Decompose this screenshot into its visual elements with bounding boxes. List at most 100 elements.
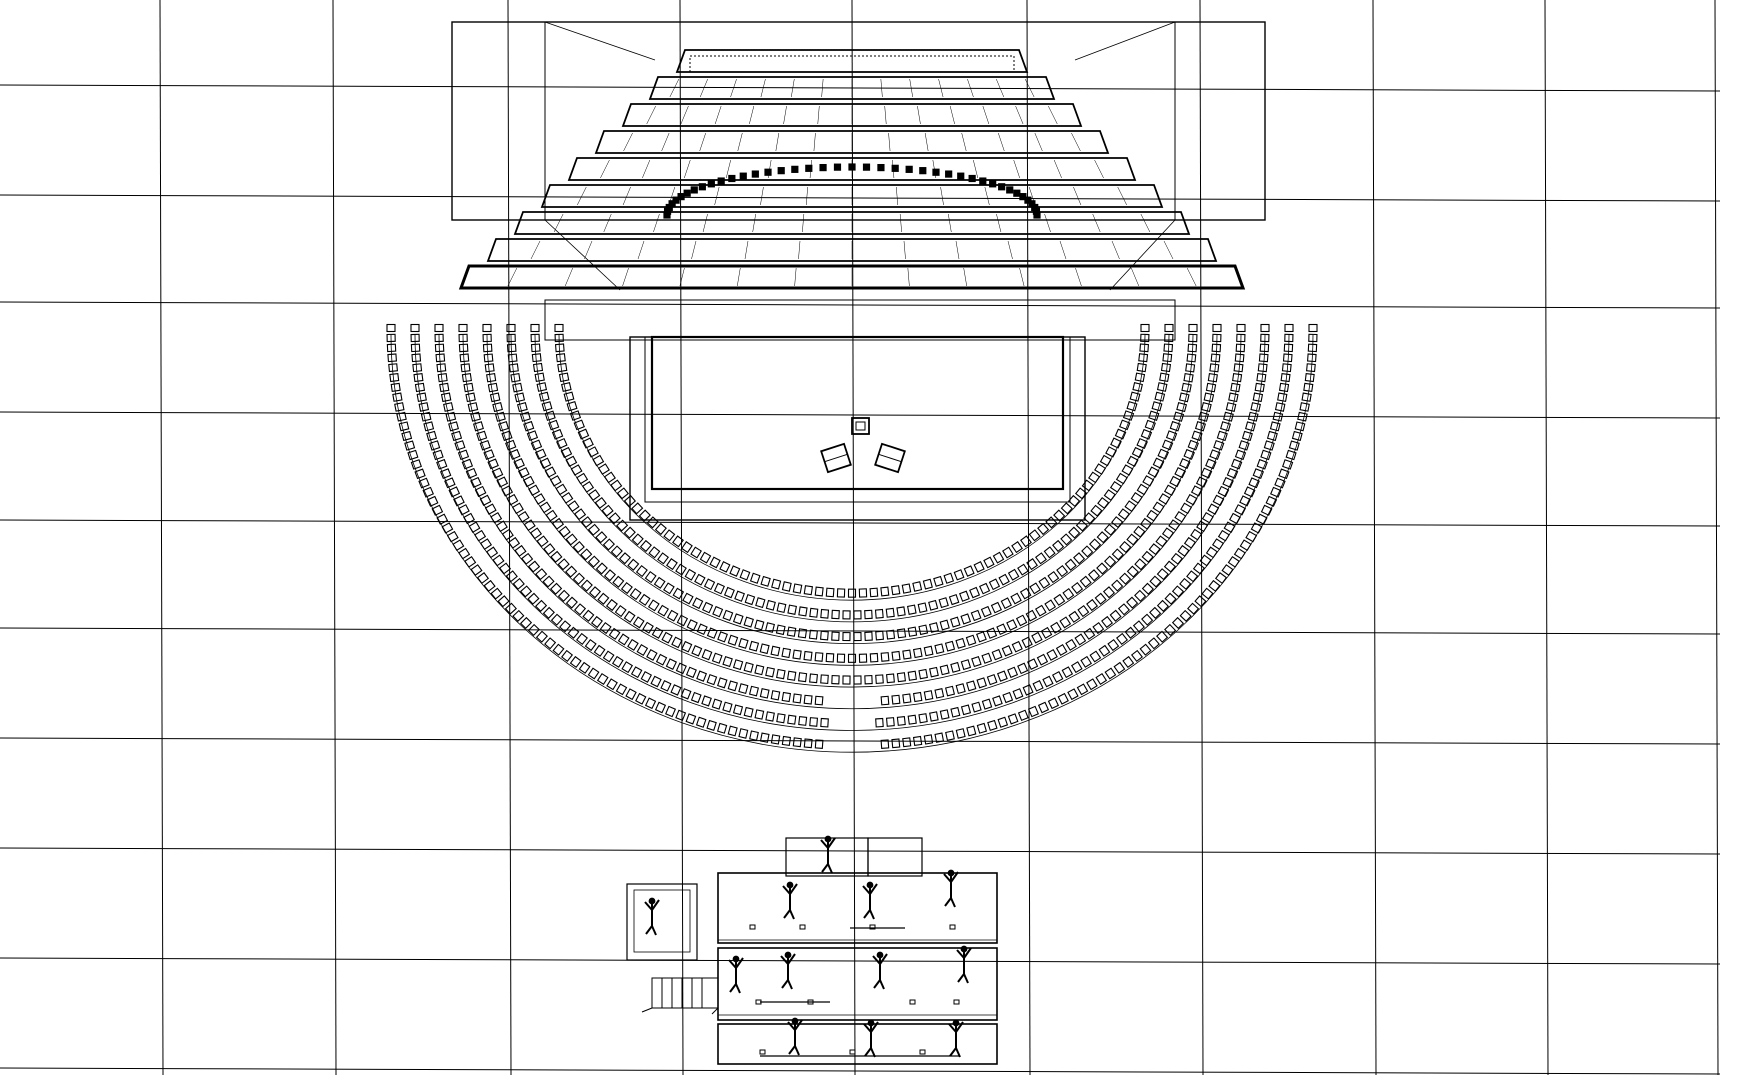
seat — [944, 640, 956, 652]
seat — [875, 717, 884, 728]
orchestra-pit-inner — [644, 336, 1071, 503]
seat — [1247, 411, 1259, 422]
seat — [695, 716, 707, 728]
seat — [1239, 539, 1252, 551]
seat — [514, 392, 526, 403]
tier-riser-line — [1053, 159, 1062, 179]
stage-tier — [675, 49, 1029, 73]
seat — [1260, 504, 1273, 516]
seat — [448, 421, 460, 432]
tier-riser-line — [760, 186, 764, 206]
tier-riser-line — [880, 78, 883, 98]
seat — [1068, 610, 1081, 623]
seat — [531, 353, 542, 363]
seat — [948, 593, 960, 606]
seat — [1158, 493, 1171, 505]
tier-riser-line — [1163, 240, 1174, 260]
stage-diagonal-left-lower — [544, 219, 621, 291]
seat — [597, 592, 610, 605]
choir-seat — [848, 163, 856, 171]
seat — [1140, 323, 1150, 333]
seat — [463, 382, 474, 393]
seat — [560, 446, 573, 459]
choir-seat — [698, 183, 706, 191]
seat — [1297, 411, 1308, 422]
choir-seat — [968, 174, 976, 183]
seat — [981, 698, 993, 710]
seat — [1011, 640, 1023, 653]
seat — [1151, 401, 1163, 412]
seat — [759, 732, 770, 743]
stage-tier — [567, 157, 1137, 181]
tier-riser-line — [984, 186, 990, 206]
seat — [486, 373, 497, 383]
seat — [684, 568, 697, 581]
seat — [723, 586, 735, 599]
seat — [743, 616, 754, 628]
tier-riser-line — [1073, 186, 1082, 206]
seat — [770, 734, 781, 745]
choir-seat — [1013, 189, 1021, 197]
seat — [437, 372, 448, 383]
tier-riser-line — [1186, 267, 1197, 287]
seat — [738, 637, 749, 649]
seat — [1147, 466, 1160, 478]
person-figure-icon — [780, 951, 796, 990]
choir-seat — [877, 163, 885, 172]
person-figure-icon — [872, 951, 888, 990]
person-figure-icon — [943, 869, 959, 908]
seat — [1022, 684, 1034, 696]
seat — [786, 626, 797, 637]
seat — [396, 411, 407, 422]
seat — [1210, 353, 1221, 363]
seat — [1187, 439, 1199, 451]
seat — [388, 363, 399, 373]
seat — [1115, 472, 1128, 485]
seat — [692, 597, 704, 610]
seat — [1256, 372, 1267, 383]
seat — [765, 711, 775, 722]
seat-row-guide — [390, 334, 1314, 753]
seat — [588, 489, 601, 501]
seat — [923, 690, 934, 701]
seat — [960, 613, 972, 625]
seat — [1088, 471, 1101, 484]
seat — [497, 421, 510, 432]
stage-tier — [486, 238, 1218, 262]
seat — [451, 430, 463, 442]
seat — [891, 738, 901, 749]
seat — [842, 610, 851, 620]
seat — [612, 575, 625, 588]
seat — [820, 608, 830, 619]
seat — [1186, 570, 1199, 583]
seat — [988, 578, 1001, 591]
choir-seat — [707, 180, 715, 188]
seat — [792, 583, 803, 594]
seat — [1109, 480, 1122, 493]
seat — [629, 587, 642, 601]
seat — [1090, 504, 1103, 517]
choir-seat — [777, 167, 785, 175]
lower-blocks — [626, 835, 998, 1065]
seat — [675, 563, 687, 576]
platform-2 — [717, 947, 998, 1021]
seat — [820, 630, 829, 641]
tier-riser-line — [600, 159, 610, 179]
floor-marker — [909, 999, 916, 1005]
seat — [1205, 382, 1217, 393]
seat — [638, 509, 651, 522]
seat — [1097, 496, 1110, 509]
tier-riser-line — [1075, 267, 1082, 287]
seat — [743, 661, 754, 673]
seat — [979, 582, 991, 595]
seat — [1179, 458, 1191, 470]
grid-line-horizontal — [0, 519, 1721, 527]
seat — [636, 644, 649, 656]
seat — [1185, 363, 1196, 373]
seat — [514, 544, 527, 557]
seat — [1216, 430, 1228, 442]
seat — [580, 548, 593, 561]
seat — [1026, 558, 1038, 571]
seat — [542, 575, 555, 588]
